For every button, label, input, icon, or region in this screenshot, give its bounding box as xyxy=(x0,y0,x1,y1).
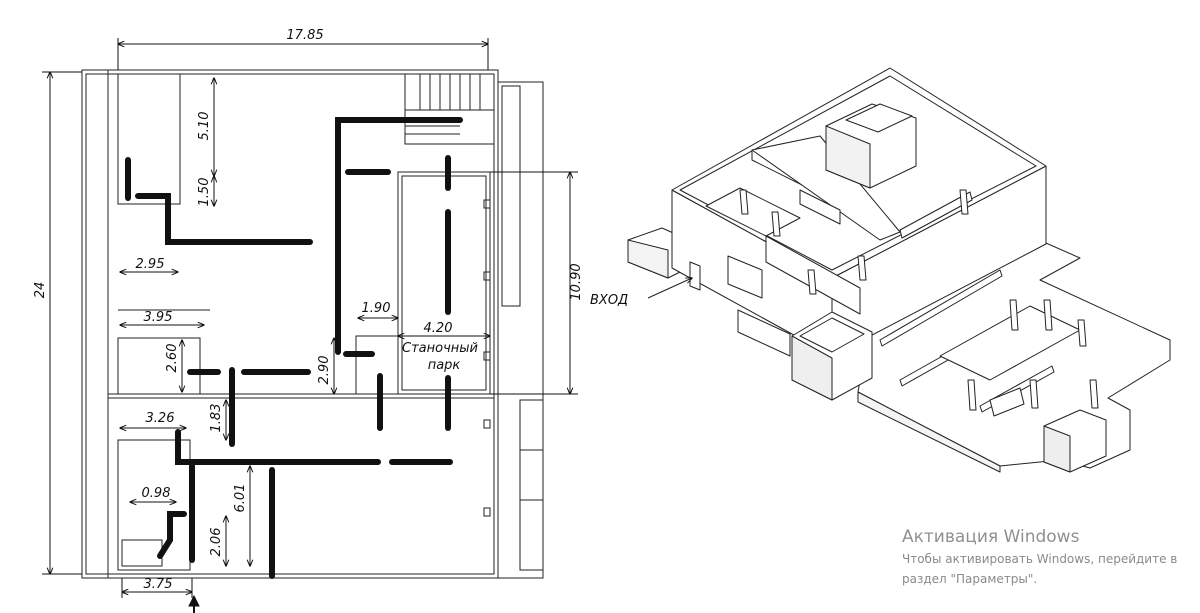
dim-overall-height: 24 xyxy=(33,282,48,299)
dim-overall-width: 17.85 xyxy=(286,28,323,43)
dim-0-98: 0.98 xyxy=(142,486,171,501)
dim-2-60: 2.60 xyxy=(165,344,180,373)
dim-1-83: 1.83 xyxy=(209,404,224,433)
isometric-model xyxy=(627,67,1171,473)
entrance-pointer xyxy=(647,278,692,299)
watermark-line1: Чтобы активировать Windows, перейдите в xyxy=(902,552,1178,566)
watermark-title: Активация Windows xyxy=(902,527,1080,547)
dim-2-06: 2.06 xyxy=(209,528,224,557)
dim-3-95: 3.95 xyxy=(144,310,173,325)
watermark-line2: раздел "Параметры". xyxy=(902,572,1038,586)
lower-wing-side xyxy=(857,391,1001,473)
room-label-line2: парк xyxy=(428,358,461,373)
dim-3-75: 3.75 xyxy=(144,577,173,592)
dim-2-90: 2.90 xyxy=(317,356,332,385)
dim-5-10: 5.10 xyxy=(197,112,212,141)
dim-1-50: 1.50 xyxy=(197,178,212,207)
dimension-lines xyxy=(42,38,578,598)
front-opening xyxy=(727,255,763,299)
floor-plan xyxy=(81,69,544,579)
partition-lines xyxy=(125,117,463,579)
dim-10-90: 10.90 xyxy=(569,263,584,300)
room-label-line1: Станочный xyxy=(402,341,478,356)
dim-6-01: 6.01 xyxy=(233,484,248,513)
dim-1-90: 1.90 xyxy=(362,301,391,316)
entrance-arrow xyxy=(188,594,200,613)
dim-2-95: 2.95 xyxy=(136,257,165,272)
entrance-label: ВХОД xyxy=(590,293,628,308)
dimension-labels: 17.85 24 5.10 1.50 2.95 3.95 2.60 3.26 1… xyxy=(33,28,584,592)
main-block-interior xyxy=(705,103,973,315)
dim-3-26: 3.26 xyxy=(146,411,175,426)
dim-4-20: 4.20 xyxy=(424,321,453,336)
lower-wing-walls xyxy=(879,269,1099,417)
